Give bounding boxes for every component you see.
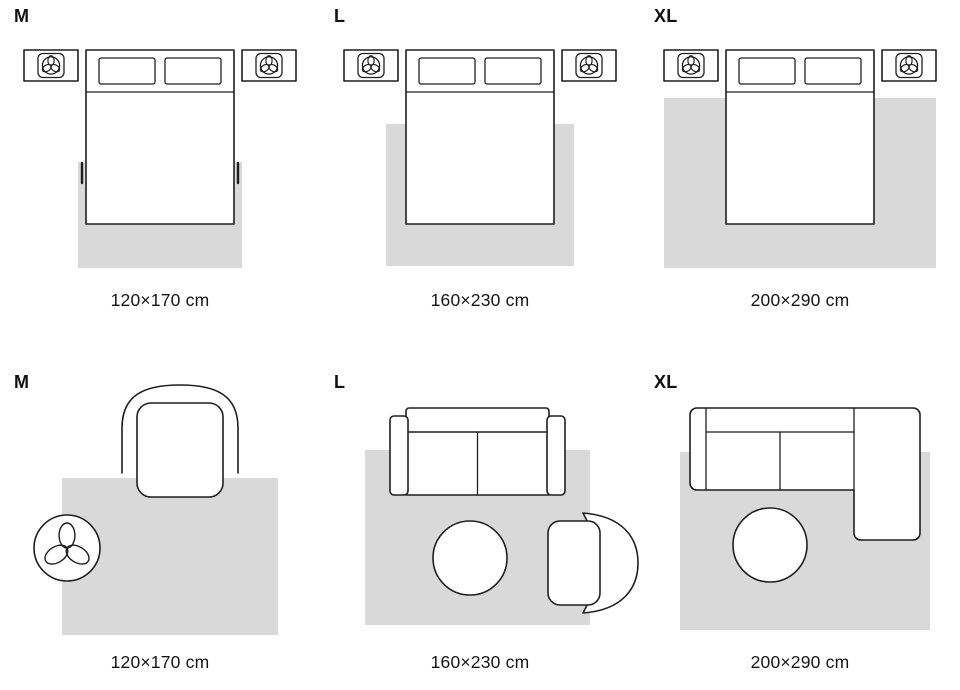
nightstand-right	[241, 49, 297, 82]
panel-living-xl: XL 200×290 cm	[640, 345, 960, 690]
nightstand-right	[561, 49, 617, 82]
coffee-table	[432, 520, 508, 596]
size-label: XL	[654, 372, 678, 392]
size-label: L	[334, 372, 346, 392]
bed	[405, 49, 555, 225]
living-xl-illustration	[680, 407, 930, 630]
coffee-table	[732, 507, 808, 583]
bed	[85, 49, 235, 225]
sofa	[389, 407, 566, 496]
pillow	[738, 57, 796, 85]
rug-corner-marks	[80, 161, 240, 185]
pillow	[804, 57, 862, 85]
nightstand-left	[23, 49, 79, 82]
panel-bedroom-xl: XL 200×290 cm	[640, 0, 960, 345]
nightstand-left	[663, 49, 719, 82]
panel-bedroom-l: L 160×230 cm	[320, 0, 640, 345]
rug-dimensions: 200×290 cm	[750, 652, 850, 672]
sectional-sofa	[689, 407, 921, 541]
rug-dimensions: 120×170 cm	[110, 652, 210, 672]
size-label: XL	[654, 6, 678, 26]
size-label: L	[334, 6, 346, 26]
size-label: M	[14, 372, 30, 392]
tub-armchair	[547, 512, 639, 614]
living-m-illustration	[33, 384, 278, 635]
pillow	[484, 57, 542, 85]
size-label: M	[14, 6, 30, 26]
bedroom-m-illustration	[23, 49, 297, 268]
rug-dimensions: 160×230 cm	[430, 652, 530, 672]
bedroom-l-illustration	[343, 49, 617, 266]
panel-living-l: L 160×230 cm	[320, 345, 640, 690]
pillow	[98, 57, 156, 85]
floor-plant	[33, 514, 101, 582]
rug-dimensions: 160×230 cm	[430, 290, 530, 310]
rug-dimensions: 120×170 cm	[110, 290, 210, 310]
panel-living-m: M 120×170 cm	[0, 345, 320, 690]
panel-bedroom-m: M	[0, 0, 320, 345]
pillow	[164, 57, 222, 85]
bed	[725, 49, 875, 225]
armchair	[121, 384, 239, 498]
nightstand-left	[343, 49, 399, 82]
rug-dimensions: 200×290 cm	[750, 290, 850, 310]
pillow	[418, 57, 476, 85]
nightstand-right	[881, 49, 937, 82]
living-l-illustration	[365, 407, 639, 625]
bedroom-xl-illustration	[663, 49, 937, 268]
